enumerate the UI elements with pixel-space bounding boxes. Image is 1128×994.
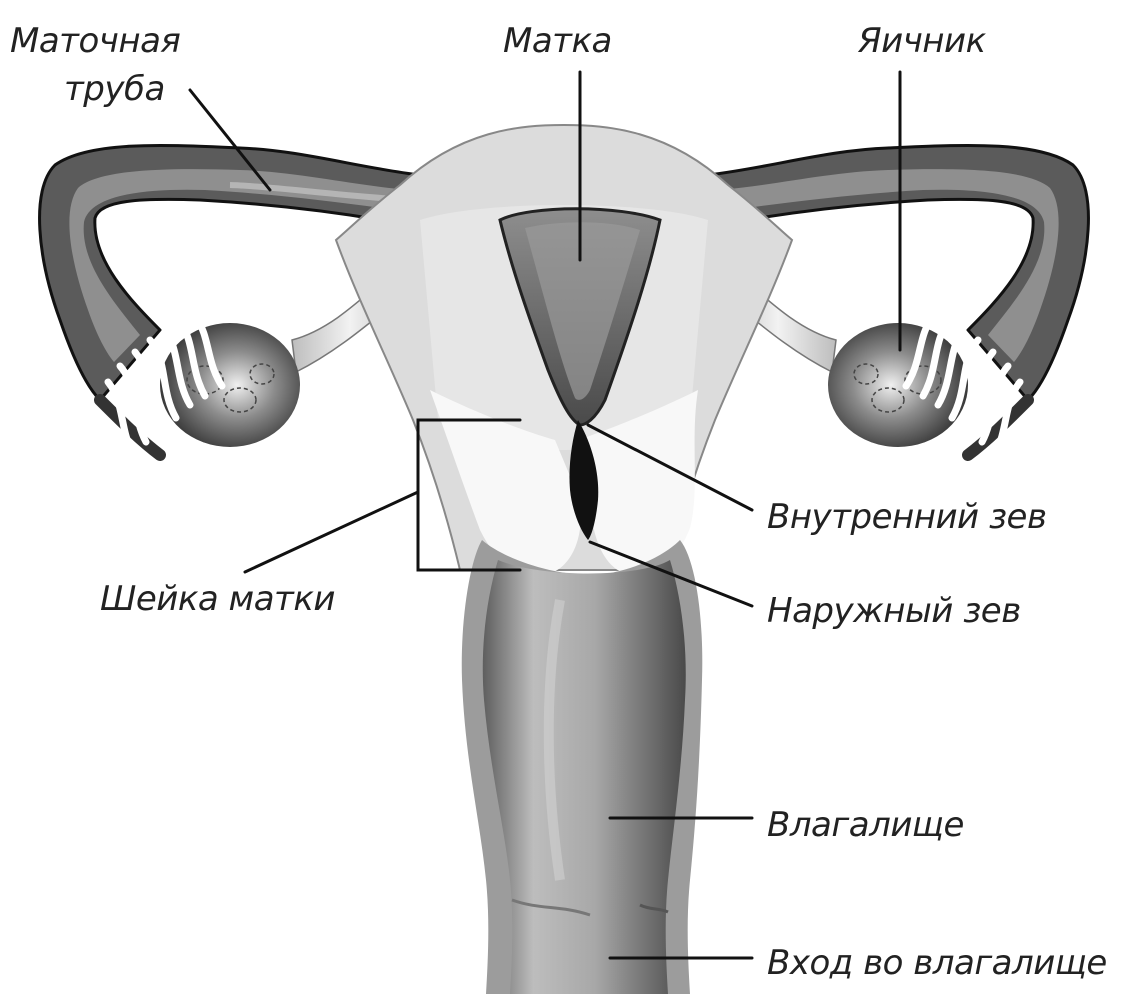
label-vagina: Влагалище xyxy=(767,805,964,845)
vagina xyxy=(462,540,703,994)
label-internal-os: Внутренний зев xyxy=(767,497,1046,537)
leader-cervix xyxy=(245,492,418,572)
label-ovary: Яичник xyxy=(857,21,987,61)
label-uterus: Матка xyxy=(503,21,612,61)
label-external-os: Наружный зев xyxy=(767,591,1021,631)
label-fallopian-tube-line1: Маточная xyxy=(10,21,180,61)
label-fallopian-tube-line2: труба xyxy=(64,69,165,109)
label-vaginal-opening: Вход во влагалище xyxy=(767,943,1107,983)
label-cervix: Шейка матки xyxy=(100,579,335,619)
